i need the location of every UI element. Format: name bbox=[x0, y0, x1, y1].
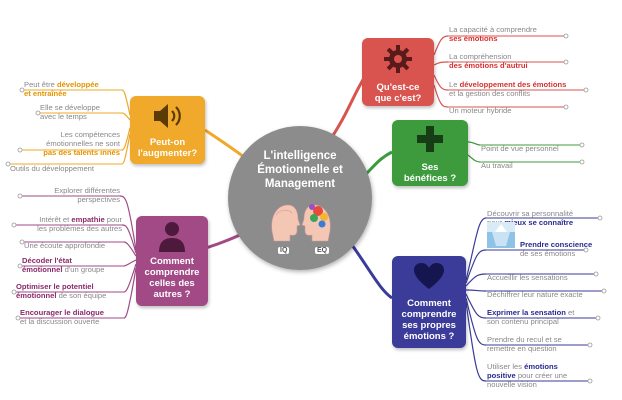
eq-label: EQ bbox=[315, 247, 330, 254]
leaf-propres-2[interactable]: Prendre conscience de ses émotions bbox=[520, 240, 593, 258]
heart-icon bbox=[414, 263, 444, 289]
node-ses-benefices[interactable]: Ses bénéfices ? bbox=[392, 120, 468, 186]
node-autres-label: Comment comprendre celles des autres ? bbox=[144, 256, 200, 300]
node-benef-label: Ses bénéfices ? bbox=[403, 162, 457, 184]
speaker-icon bbox=[153, 104, 181, 128]
leaf-benef-2[interactable]: Au travail bbox=[481, 161, 513, 170]
node-quest-ce-que-cest[interactable]: Qu'est-ce que c'est? bbox=[362, 38, 434, 106]
node-quest-label: Qu'est-ce que c'est? bbox=[374, 82, 422, 104]
leaf-quest-4[interactable]: Un moteur hybride bbox=[449, 106, 512, 115]
node-propres-label: Comment comprendre ses propres émotions … bbox=[401, 298, 457, 342]
leaf-quest-1[interactable]: La capacité à comprendre ses émotions bbox=[449, 25, 537, 43]
leaf-propres-5[interactable]: Exprimer la sensation et son contenu pri… bbox=[487, 308, 575, 326]
leaf-autres-6[interactable]: Encourager le dialogue et la discussion … bbox=[20, 308, 104, 326]
person-icon bbox=[159, 222, 185, 252]
leaf-augmenter-4[interactable]: Outils du développement bbox=[10, 164, 95, 173]
leaf-quest-3[interactable]: Le développement des émotions et la gest… bbox=[449, 80, 567, 98]
leaf-augmenter-3[interactable]: Les compétences émotionnelles ne sont pa… bbox=[43, 130, 120, 157]
leaf-augmenter-2[interactable]: Elle se développe avec le temps bbox=[40, 103, 100, 121]
node-autres-emotions[interactable]: Comment comprendre celles des autres ? bbox=[136, 216, 208, 306]
leaf-autres-3[interactable]: Une écoute approfondie bbox=[24, 241, 106, 250]
leaf-propres-4[interactable]: Déchiffrer leur nature exacte bbox=[487, 290, 583, 299]
iq-label: IQ bbox=[278, 247, 290, 254]
central-topic-title: L'intelligence Émotionnelle et Managemen… bbox=[257, 150, 343, 190]
leaf-benef-1[interactable]: Point de vue personnel bbox=[481, 144, 559, 153]
central-topic[interactable]: L'intelligence Émotionnelle et Managemen… bbox=[228, 126, 372, 270]
leaf-propres-6[interactable]: Prendre du recul et se remettre en quest… bbox=[487, 335, 562, 353]
node-augmenter-label: Peut-on l'augmenter? bbox=[137, 137, 198, 159]
node-peut-on-laugmenter[interactable]: Peut-on l'augmenter? bbox=[130, 96, 205, 164]
node-propres-emotions[interactable]: Comment comprendre ses propres émotions … bbox=[392, 256, 466, 348]
leaf-autres-2[interactable]: Intérêt et empathie pour les problèmes d… bbox=[37, 215, 122, 233]
leaf-autres-4[interactable]: Décoder l'état émotionnel d'un groupe bbox=[22, 256, 105, 274]
leaf-quest-2[interactable]: La compréhension des émotions d'autrui bbox=[449, 52, 528, 70]
leaf-autres-1[interactable]: Explorer différentes perspectives bbox=[54, 186, 120, 204]
leaf-propres-7[interactable]: Utiliser les émotions positive pour crée… bbox=[487, 362, 568, 389]
iq-eq-heads-icon bbox=[271, 204, 331, 242]
leaf-propres-3[interactable]: Accueillir les sensations bbox=[487, 273, 568, 282]
gear-icon bbox=[384, 45, 412, 73]
leaf-augmenter-1[interactable]: Peut être développée et entraînée bbox=[24, 80, 99, 98]
leaf-autres-5[interactable]: Optimiser le potentiel émotionnel de son… bbox=[16, 282, 107, 300]
iceberg-icon bbox=[487, 222, 515, 248]
plus-icon bbox=[417, 126, 443, 152]
